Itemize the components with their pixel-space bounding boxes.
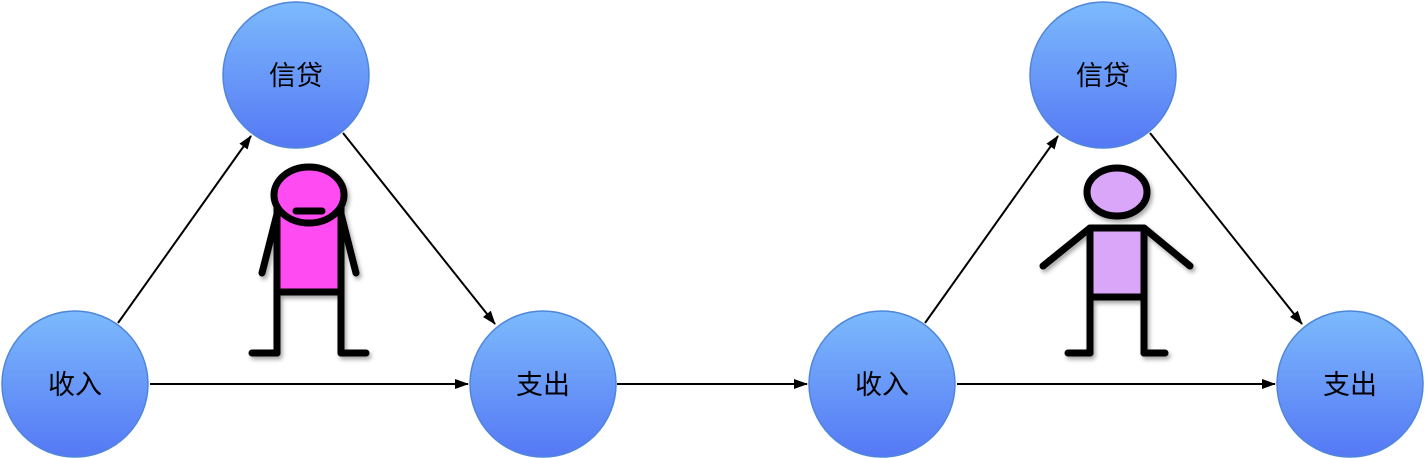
node-expense-label: 支出: [1323, 370, 1377, 401]
stick-figure-icon: [248, 163, 370, 357]
node-credit-label: 信贷: [1076, 61, 1130, 92]
right-diagram: 信贷 收入 支出: [808, 1, 1424, 458]
node-expense: 支出: [1276, 310, 1424, 458]
node-income-label: 收入: [855, 370, 909, 401]
node-income: 收入: [808, 310, 956, 458]
node-income-label: 收入: [48, 370, 102, 401]
stick-figure-icon: [1039, 164, 1194, 357]
arrow-credit-to-expense: [342, 132, 496, 325]
arrow-income-to-credit: [924, 135, 1059, 324]
node-credit: 信贷: [1029, 1, 1177, 149]
arrow-income-to-credit: [117, 135, 252, 324]
left-diagram: 信贷 收入 支出: [1, 1, 617, 458]
node-income: 收入: [1, 310, 149, 458]
node-expense: 支出: [469, 310, 617, 458]
node-credit: 信贷: [222, 1, 370, 149]
node-credit-label: 信贷: [269, 61, 323, 92]
arrow-credit-to-expense: [1149, 132, 1303, 325]
node-expense-label: 支出: [516, 370, 570, 401]
